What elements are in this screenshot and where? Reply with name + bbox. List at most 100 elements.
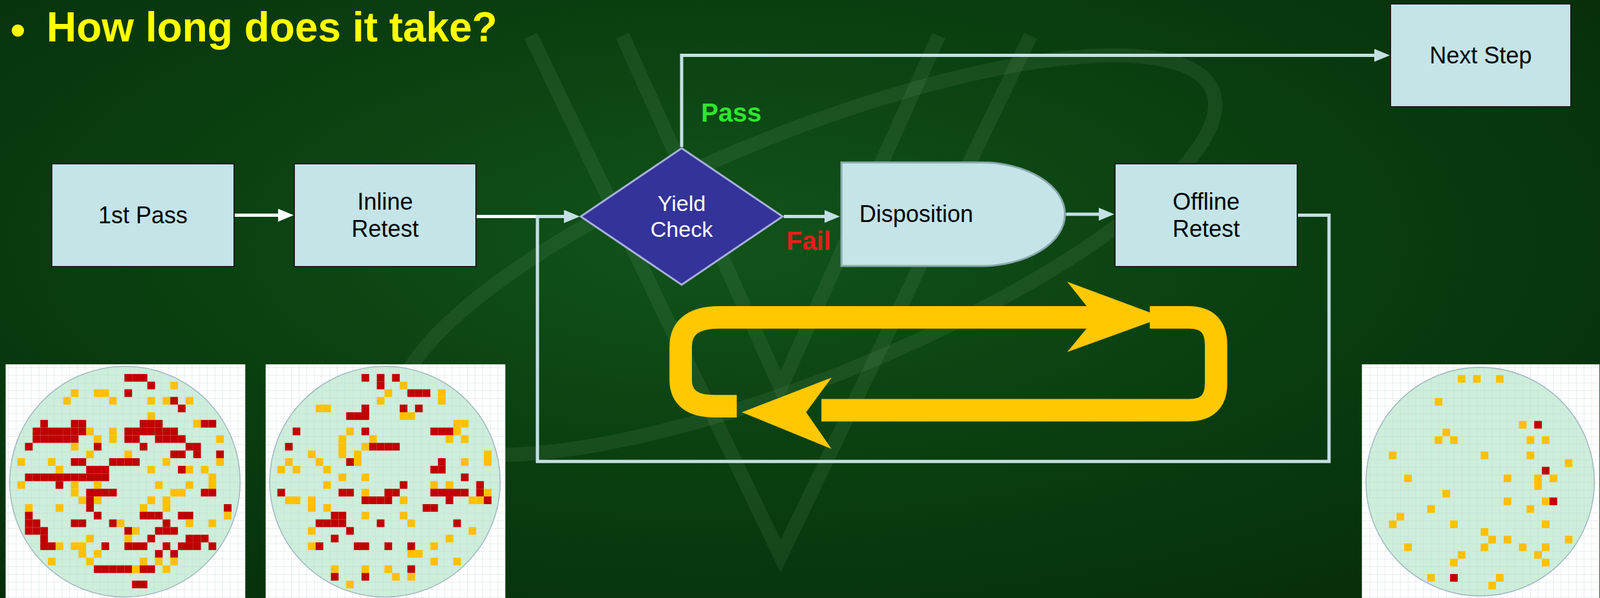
wafer-die <box>407 572 416 581</box>
wafer-die <box>1541 466 1550 475</box>
wafer-die <box>177 488 186 497</box>
wafer-map <box>265 364 506 598</box>
wafer-die <box>124 389 132 398</box>
wafer-die <box>1435 435 1443 444</box>
wafer-die <box>399 511 408 520</box>
wafer-die <box>1503 535 1512 544</box>
wafer-die <box>93 565 102 573</box>
wafer-die <box>345 488 354 497</box>
wafer-die <box>1442 489 1450 498</box>
wafer-die <box>407 565 416 573</box>
wafer-die <box>361 565 370 573</box>
wafer-die <box>1449 573 1458 582</box>
wafer-die <box>162 565 171 573</box>
wafer-die <box>292 427 301 436</box>
wafer-die <box>445 488 454 497</box>
wafer-die <box>177 465 186 474</box>
wafer-die <box>25 473 33 482</box>
wafer-die <box>223 503 232 512</box>
loop-arrowhead <box>1067 281 1163 352</box>
wafer-frame <box>265 364 506 598</box>
wafer-die <box>384 496 392 504</box>
wafer-die <box>170 488 178 497</box>
wafer-die <box>78 519 87 528</box>
wafer-die <box>155 419 163 428</box>
wafer-die <box>40 419 48 428</box>
wafer-die <box>216 435 224 444</box>
wafer-die <box>415 549 423 558</box>
edge-label: Fail <box>786 226 832 256</box>
wafer-die <box>391 488 400 497</box>
wafer-die <box>1488 535 1496 544</box>
wafer-die <box>131 457 140 466</box>
wafer-grid <box>269 366 500 597</box>
wafer-die <box>78 473 87 482</box>
wafer-die <box>109 457 118 466</box>
wafer-die <box>338 488 347 497</box>
loop-stroke <box>681 316 1103 406</box>
wafer-die <box>1427 573 1436 582</box>
wafer-die <box>78 427 87 436</box>
wafer-die <box>430 503 438 512</box>
wafer-die <box>155 549 163 558</box>
wafer-die <box>162 457 171 466</box>
wafer-die <box>185 480 194 489</box>
wafer-die <box>193 450 202 458</box>
node-label: Offline Retest <box>1141 188 1271 242</box>
wafer-die <box>193 442 202 451</box>
wafer-die <box>162 503 171 512</box>
wafer-die <box>315 457 324 466</box>
wafer-die <box>93 389 102 398</box>
wafer-die <box>170 450 178 458</box>
wafer-die <box>415 404 423 412</box>
wafer-die <box>216 450 224 458</box>
wafer-die <box>315 404 324 412</box>
wafer-die <box>63 473 72 482</box>
wafer-die <box>338 450 347 458</box>
wafer-die <box>461 457 469 466</box>
wafer-die <box>345 457 354 466</box>
wafer-die <box>461 435 469 444</box>
wafer-die <box>117 519 125 528</box>
wafer-grid <box>1362 364 1600 598</box>
wafer-die <box>124 526 132 535</box>
wafer-die <box>361 496 370 504</box>
wafer-die <box>124 541 132 550</box>
wafer-die <box>86 503 94 512</box>
wafer-die <box>422 503 431 512</box>
wafer-die <box>1481 451 1489 460</box>
wafer-die <box>399 496 408 504</box>
wafer-die <box>1534 420 1542 429</box>
wafer-die <box>93 465 102 474</box>
slide-title: How long does it take? <box>46 2 498 53</box>
wafer-frame <box>5 364 246 598</box>
wafer-die <box>124 435 132 444</box>
wafer-die <box>1534 481 1542 490</box>
wafer-die <box>101 565 110 573</box>
wafer-die <box>377 496 385 504</box>
wafer-die <box>55 480 64 489</box>
wafer-die <box>124 427 132 436</box>
wafer-die <box>78 419 87 428</box>
wafer-die <box>47 541 56 550</box>
wafer-die <box>1495 573 1504 582</box>
wafer-die <box>453 427 462 436</box>
wafer-die <box>40 427 48 436</box>
wafer-die <box>147 427 156 436</box>
wafer-die <box>131 526 140 535</box>
wafer-die <box>430 541 438 550</box>
wafer-die <box>162 496 171 504</box>
wafer-die <box>437 396 446 405</box>
wafer-die <box>1488 581 1496 590</box>
wafer-die <box>78 496 87 504</box>
wafer-die <box>437 427 446 436</box>
wafer-die <box>162 435 171 444</box>
wafer-die <box>170 381 178 390</box>
wafer-die <box>147 381 156 390</box>
wafer-die <box>391 572 400 581</box>
wafer-die <box>1565 535 1573 544</box>
wafer-die <box>407 389 416 398</box>
wafer-die <box>40 541 48 550</box>
wafer-die <box>109 488 118 497</box>
